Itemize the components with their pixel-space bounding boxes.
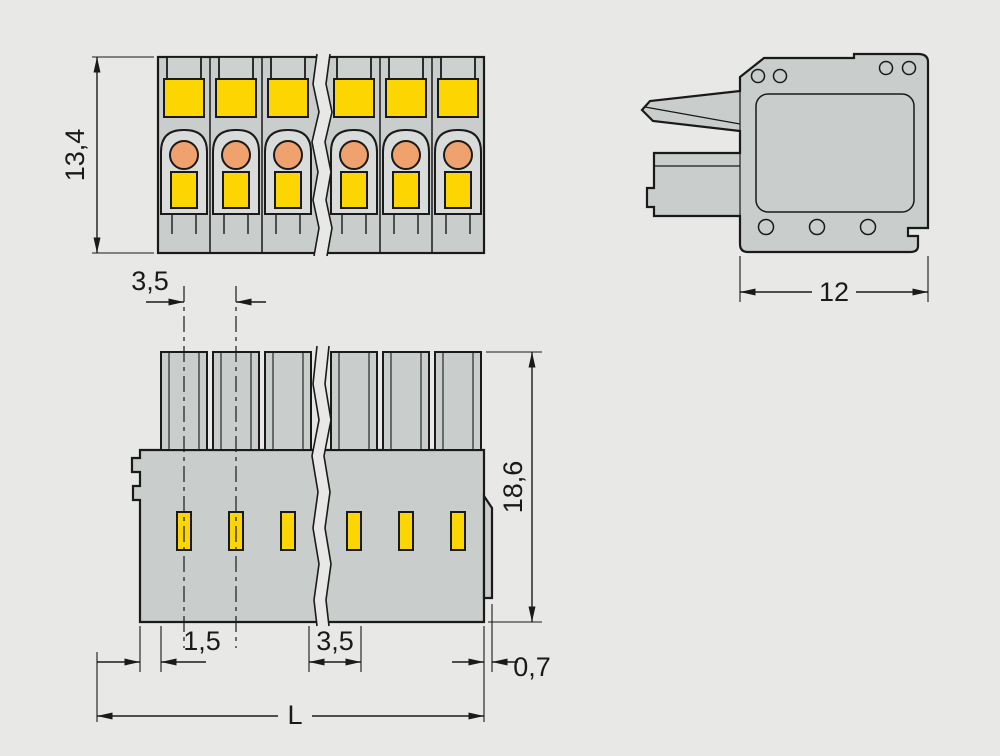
pole-front-1 [160,56,208,235]
side-inner-outline [755,93,915,213]
pole-centerlines [183,286,237,648]
bottom-latch-rib [482,492,494,600]
pole-tower-3 [264,351,312,451]
side-hole-top-right-1 [878,60,894,76]
front-pole-separators [209,57,433,253]
bottom-body [130,448,486,624]
front-view [156,53,486,257]
side-hole-bottom-1 [757,218,775,236]
pole-slot-3 [280,511,296,551]
dimension-front-height: 13,4 [60,56,154,254]
total-length-label: L [287,700,302,730]
pitch-top-label: 3,5 [131,266,169,296]
side-hole-top-right-2 [901,60,917,76]
edge-offset-label: 1,5 [183,626,221,656]
pole-tower-4 [330,351,378,451]
pole-front-5 [382,56,430,235]
pole-tower-6 [434,351,482,451]
dimension-side-depth: 12 [739,256,929,307]
pole-front-6 [434,56,482,235]
dimension-pitch-bottom: 3,5 [308,626,362,672]
pole-front-4 [330,56,378,235]
dimension-edge-offset: 1,5 [97,626,221,672]
bottom-view [130,286,494,648]
rib-width-label: 0,7 [513,652,551,682]
side-depth-label: 12 [819,277,849,307]
side-hole-top-left-2 [772,68,788,84]
dimension-pitch-top: 3,5 [131,266,266,306]
bottom-break-tear [311,345,332,627]
side-lever-and-rail-lines [644,91,741,216]
pole-tower-5 [382,351,430,451]
side-hole-bottom-2 [808,218,826,236]
dimension-rib-width: 0,7 [452,604,551,722]
front-break-tear [311,53,333,257]
side-hole-bottom-3 [859,218,877,236]
pole-front-3 [264,56,312,235]
pole-slot-4 [346,511,362,551]
pole-slot-6 [450,511,466,551]
dimension-total-length: L [96,652,484,730]
side-view [640,52,930,254]
dimension-bottom-height: 18,6 [486,351,542,623]
pole-front-2 [212,56,260,235]
side-body [640,52,930,254]
front-height-label: 13,4 [60,129,90,182]
pole-slot-5 [398,511,414,551]
side-hole-top-left-1 [750,68,766,84]
bottom-height-label: 18,6 [498,461,528,514]
pitch-bottom-label: 3,5 [316,626,354,656]
